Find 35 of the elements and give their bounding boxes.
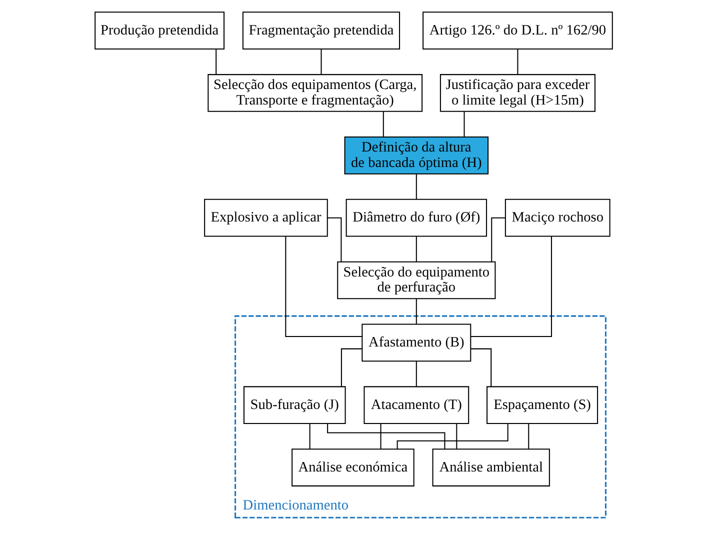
node-box: Diâmetro do furo (Øf): [346, 198, 488, 237]
connector: [309, 424, 310, 449]
connector: [456, 424, 458, 449]
connector: [396, 424, 508, 450]
connector: [320, 49, 322, 74]
node-box: Definição da altura de bancada óptima (H): [344, 136, 489, 174]
node-box: Afastamento (B): [362, 324, 472, 362]
connector: [470, 348, 492, 387]
connector: [470, 236, 552, 338]
connector: [216, 49, 217, 74]
node-box: Análise económica: [292, 448, 414, 486]
connector: [327, 424, 446, 449]
node-box: Atacamento (T): [364, 386, 470, 424]
node-box: Selecção dos equipamentos (Carga, Transporte e fragmentação): [208, 74, 423, 112]
connector: [464, 112, 465, 137]
node-box: Artigo 126.º do D.L. nº 162/90: [422, 12, 613, 50]
node-box: Análise ambiental: [432, 448, 550, 486]
connector: [416, 174, 417, 200]
connector: [517, 49, 518, 74]
node-box: Sub-furação (J): [243, 386, 346, 424]
node-box: Maciço rochoso: [504, 198, 610, 237]
connector: [380, 424, 382, 449]
node-box: Fragmentação pretendida: [242, 12, 400, 50]
node-box: Explosivo a aplicar: [204, 198, 328, 237]
connector: [416, 236, 417, 262]
connector: [528, 424, 530, 449]
node-box: Justificação para exceder o limite legal (H>15m): [440, 74, 596, 112]
connector: [340, 348, 362, 387]
connector: [382, 112, 384, 137]
connector: [416, 361, 417, 386]
node-box: Espaçamento (S): [486, 386, 598, 424]
connector: [416, 298, 417, 324]
node-box: Selecção do equipamento de perfuração: [337, 261, 496, 300]
node-box: Produção pretendida: [94, 12, 225, 50]
connector: [285, 236, 362, 338]
